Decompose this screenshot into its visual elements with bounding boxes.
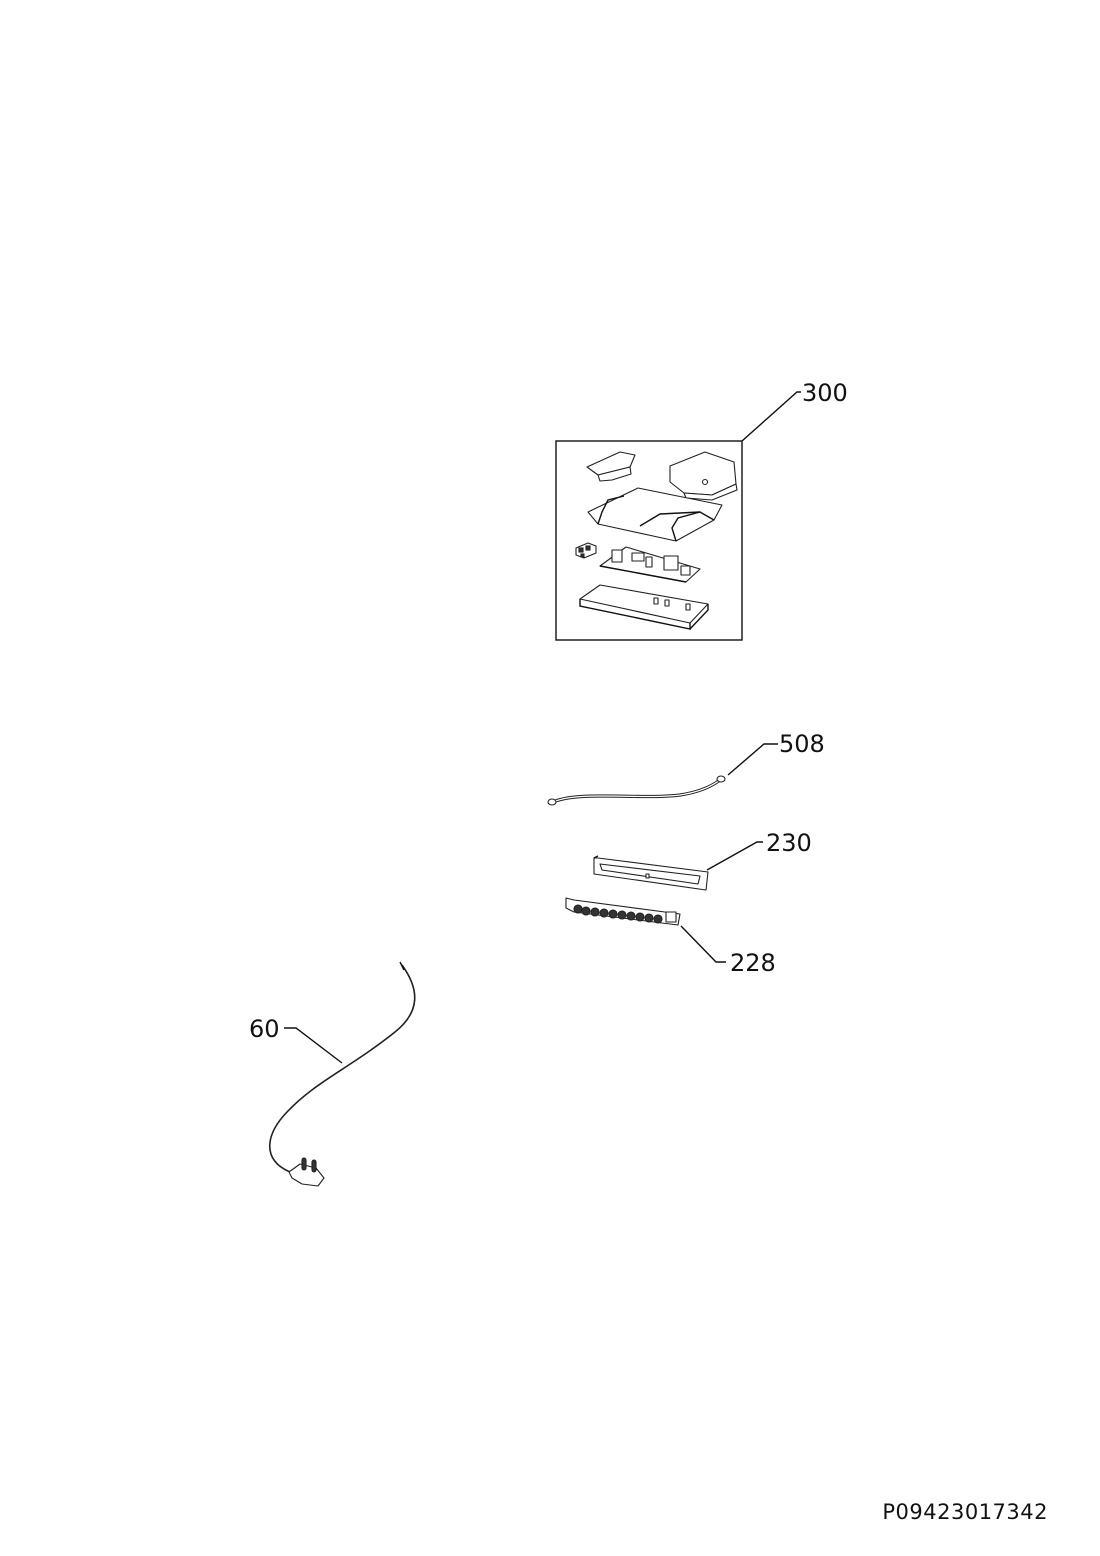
callout-300: 300 bbox=[802, 379, 848, 407]
callout-508: 508 bbox=[779, 730, 825, 758]
leader-line-230 bbox=[706, 841, 763, 871]
part-508-wire: 508 bbox=[547, 730, 825, 806]
power-cord-60 bbox=[268, 964, 416, 1173]
part-300-frame bbox=[555, 440, 743, 641]
part-230-frame: 230 bbox=[593, 829, 812, 891]
circuit-board bbox=[599, 546, 701, 583]
leader-line-60 bbox=[284, 1027, 343, 1064]
callout-60: 60 bbox=[249, 1015, 280, 1043]
small-cover bbox=[586, 451, 636, 482]
part-228-knob-panel: 228 bbox=[565, 897, 776, 977]
leader-line-228 bbox=[680, 925, 726, 963]
leader-line-300 bbox=[741, 391, 801, 442]
callout-228: 228 bbox=[730, 949, 776, 977]
terminal-block bbox=[575, 542, 597, 559]
connector-cover bbox=[669, 451, 738, 501]
leader-line-508 bbox=[727, 743, 778, 776]
module-housing bbox=[587, 487, 723, 542]
callout-230: 230 bbox=[766, 829, 812, 857]
part-300-module-kit: 300 bbox=[555, 379, 848, 641]
knob-row bbox=[573, 904, 663, 924]
plug bbox=[288, 1157, 325, 1187]
document-code: P09423017342 bbox=[882, 1500, 1048, 1524]
module-base bbox=[579, 584, 709, 630]
part-60-power-cord: 60 bbox=[249, 961, 416, 1187]
